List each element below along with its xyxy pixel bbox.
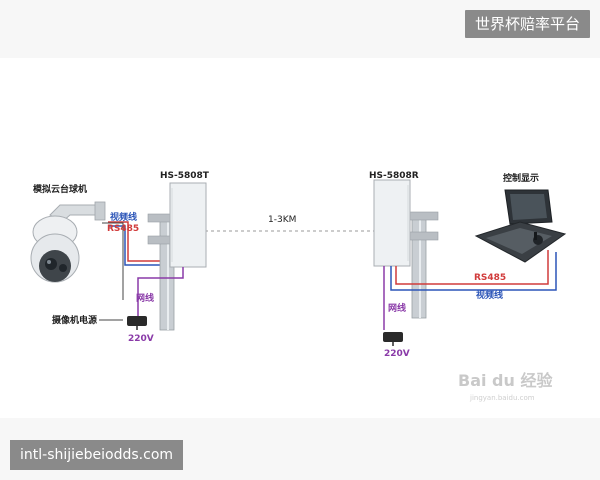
left-rs485-label: RS485 [107, 224, 139, 234]
header-badge: 世界杯赔率平台 [465, 10, 590, 38]
camera-icon [31, 202, 105, 282]
right-video-label: 视频线 [476, 289, 503, 301]
controller-icon [476, 190, 565, 262]
left-camera-power-wire [102, 223, 123, 300]
footer-url[interactable]: intl-shijiebeiodds.com [10, 440, 183, 470]
watermark-brand: Bai du 经验 [458, 371, 553, 390]
watermark-sub: jingyan.baidu.com [469, 394, 535, 402]
right-poe-adapter-icon [383, 332, 403, 346]
left-video-label: 视频线 [110, 211, 137, 223]
right-voltage-label: 220V [384, 349, 410, 359]
left-net-label: 网线 [136, 292, 154, 304]
camera-label: 模拟云台球机 [33, 183, 87, 195]
transmitter-label: HS-5808T [160, 171, 210, 181]
right-net-label: 网线 [388, 302, 406, 314]
right-rs485-label: RS485 [474, 273, 506, 283]
control-label: 控制显示 [503, 172, 539, 184]
left-voltage-label: 220V [128, 334, 154, 344]
distance-label: 1-3KM [268, 215, 296, 225]
camera-power-label: 摄像机电源 [52, 314, 97, 326]
left-poe-adapter-icon [127, 316, 147, 330]
transmitter-antenna-icon [148, 183, 206, 330]
